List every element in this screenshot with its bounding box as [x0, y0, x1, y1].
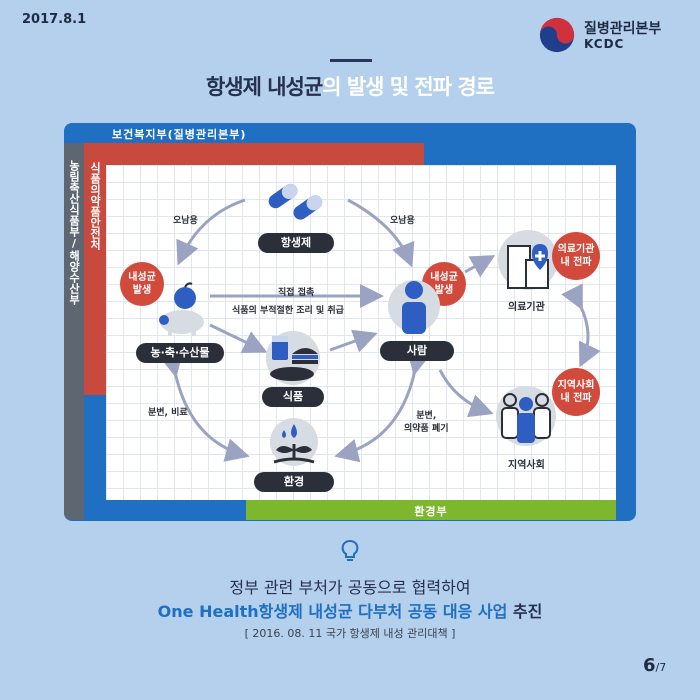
label-improper-cooking: 식품의 부적절한 조리 및 취급 [232, 306, 344, 316]
label-waste: 분변, 의약품 폐기 [404, 411, 449, 434]
agency-korean-name: 질병관리본부 [584, 21, 662, 37]
arrow-antibiotic-to-livestock [176, 198, 246, 266]
title-accent-bar [330, 59, 372, 62]
node-livestock: 농·축·수산물 [136, 343, 224, 363]
arrow-food-to-person [329, 329, 378, 353]
arrow-hospital-community [561, 283, 601, 368]
arrow-person-to-community [438, 369, 494, 418]
plant-water-icon [270, 418, 318, 466]
footer-line-2-end: 추진 [507, 602, 543, 621]
footer-line-2-highlight: One Health항생제 내성균 다부처 공동 대응 사업 [157, 602, 508, 621]
footer-line-2: One Health항생제 내성균 다부처 공동 대응 사업 추진 [0, 598, 700, 622]
node-hospital: 의료기관 [508, 302, 545, 313]
node-antibiotic: 항생제 [258, 233, 334, 253]
taegeuk-logo-icon [539, 17, 575, 53]
gray-frame-mafra [64, 143, 84, 520]
arrow-livestock-to-food [209, 323, 268, 354]
label-misuse-right: 오남용 [390, 216, 415, 226]
footer-source: [ 2016. 08. 11 국가 항생제 내성 관리대책 ] [244, 627, 456, 640]
title-part-2: 의 발생 및 전파 경로 [322, 75, 495, 99]
footer-line-1: 정부 관련 부처가 공동으로 협력하여 [229, 578, 471, 597]
arrow-person-to-hospital [464, 255, 496, 278]
label-direct-contact: 직접 접촉 [278, 288, 315, 298]
kcdc-logo: 질병관리본부 KCDC [538, 14, 688, 64]
bubble-hospital-spread: 의료기관 내 전파 [552, 232, 600, 280]
lightbulb-icon [341, 540, 359, 561]
community-people-icon [496, 386, 556, 446]
person-icon [388, 280, 440, 334]
node-food: 식품 [262, 387, 324, 407]
agency-english-name: KCDC [584, 37, 625, 51]
arrow-livestock-environment [159, 351, 250, 462]
node-community: 지역사회 [508, 460, 545, 471]
page-title: 항생제 내성균의 발생 및 전파 경로 [0, 71, 700, 101]
pill-capsules-icon [268, 183, 323, 220]
label-misuse-left: 오남용 [173, 216, 198, 226]
arrow-person-environment [334, 349, 431, 463]
green-frame-me [246, 500, 616, 520]
date: 2017.8.1 [22, 12, 87, 27]
title-part-1: 항생제 내성균 [205, 75, 323, 99]
apple-pig-icon [159, 282, 204, 336]
hospital-building-icon [498, 230, 558, 290]
arrow-antibiotic-to-person [347, 198, 415, 268]
food-icon [266, 331, 320, 385]
bubble-livestock-resistance: 내성균 발생 [120, 262, 164, 306]
blue-frame-label: 보건복지부(질병관리본부) [112, 128, 247, 141]
label-manure: 분변, 비료 [148, 408, 188, 418]
page-number: 6/7 [643, 655, 667, 676]
node-person: 사람 [380, 341, 454, 361]
bubble-community-spread: 지역사회 내 전파 [552, 368, 600, 416]
green-frame-label: 환경부 [414, 505, 448, 518]
red-frame-label: 식품의약품안전처 [88, 162, 102, 250]
gray-frame-label: 농림축산식품부/해양수산부 [67, 160, 81, 305]
node-environment: 환경 [254, 472, 334, 492]
